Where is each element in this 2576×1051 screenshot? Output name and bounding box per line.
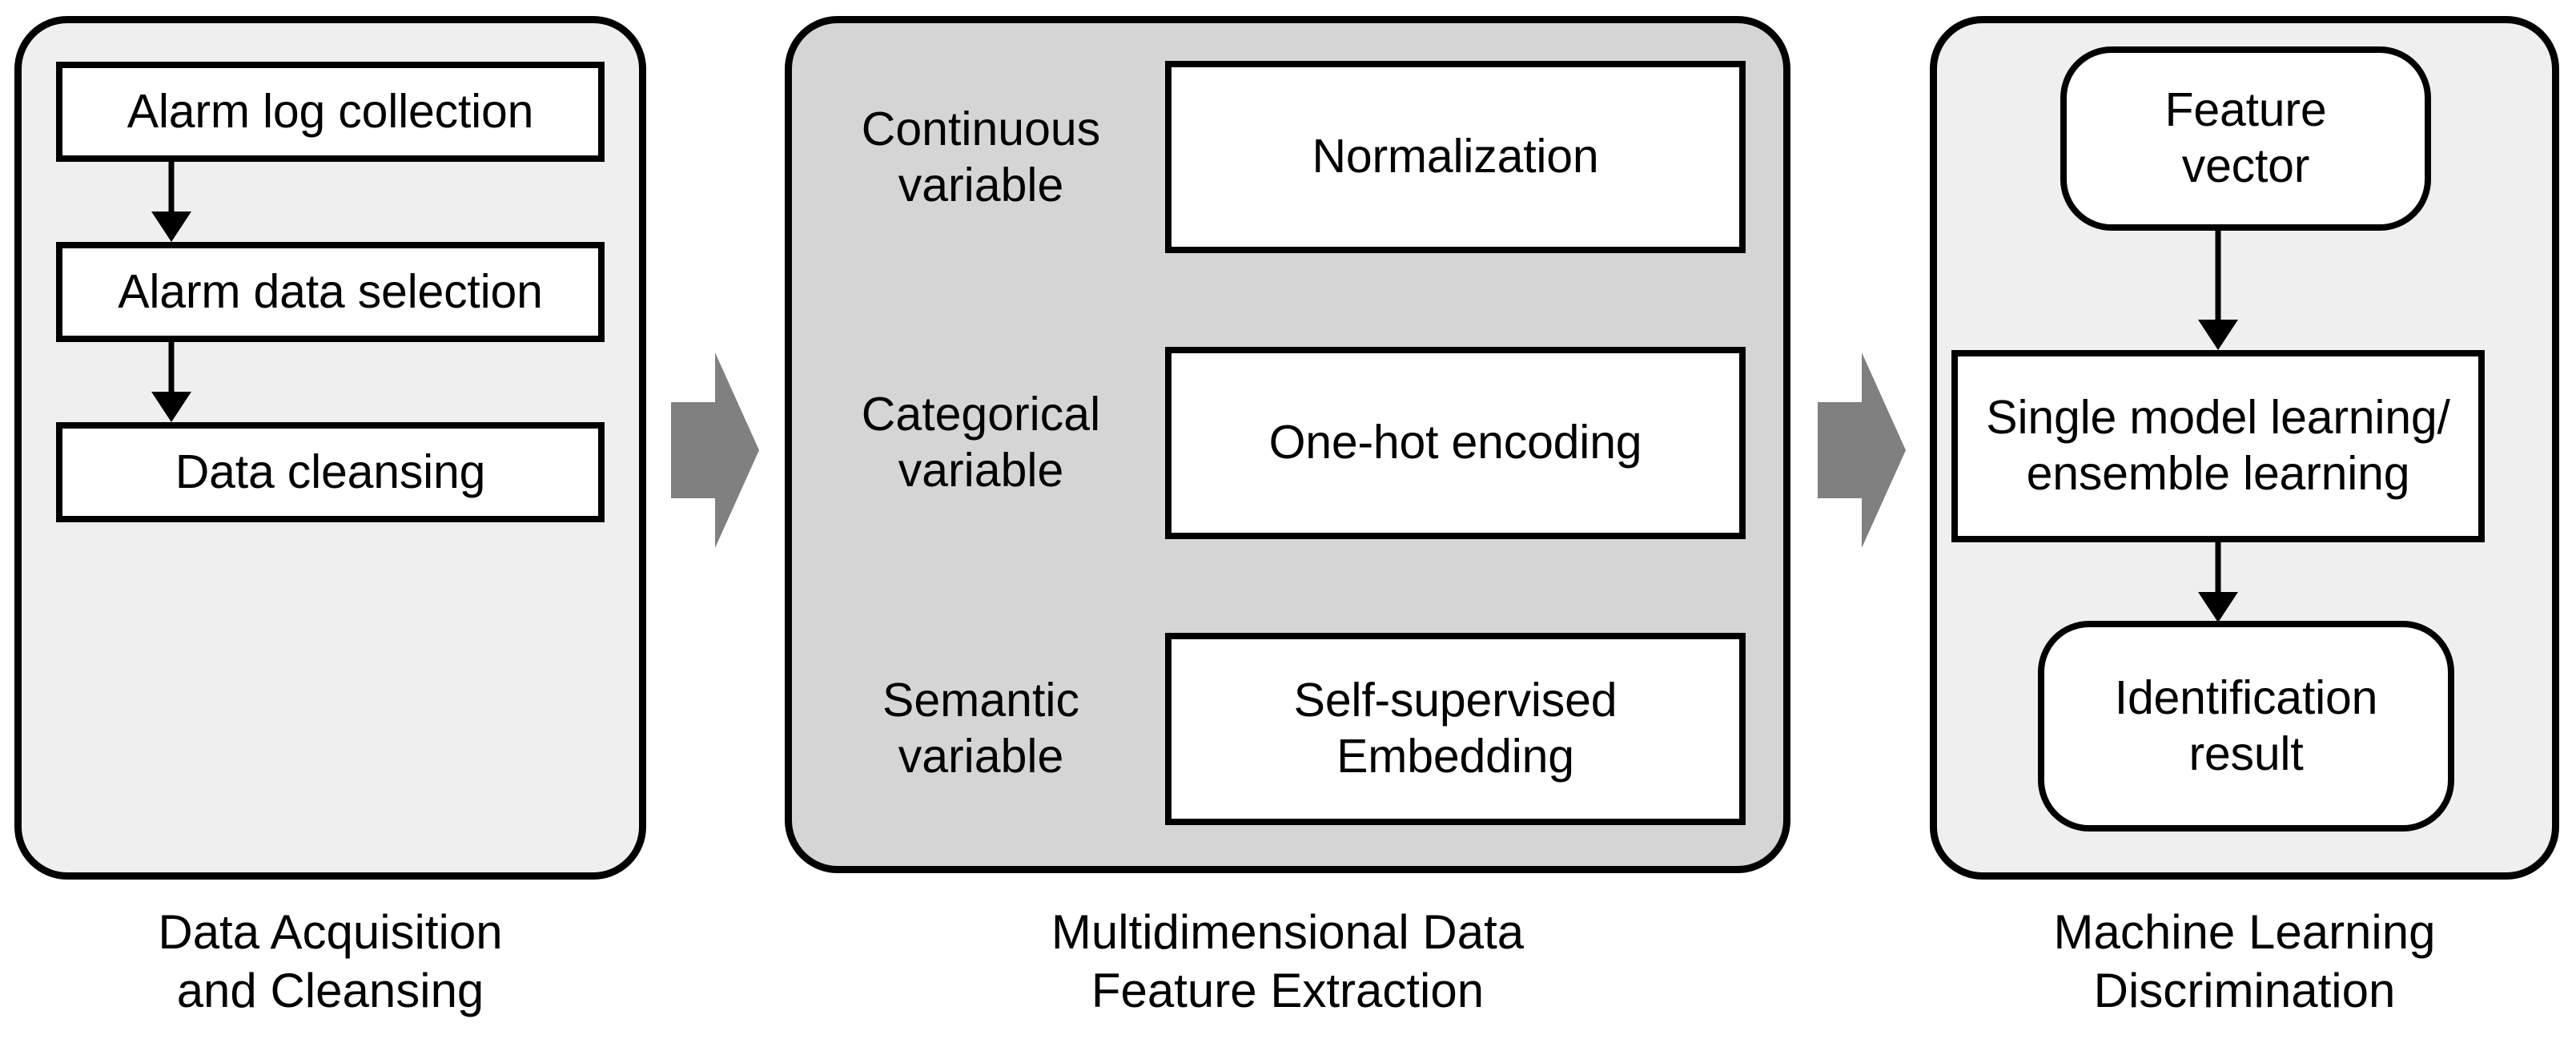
stage-arrow-extraction-to-learning: [1818, 352, 1906, 548]
node-self-supervised-embedding[interactable]: Self-supervised Embedding: [1165, 633, 1746, 825]
node-label: Alarm data selection: [118, 264, 543, 318]
node-label-line-1: Identification: [2114, 670, 2378, 724]
node-label-line-1: Self-supervised: [1293, 674, 1618, 727]
node-label: Data cleansing: [175, 445, 486, 498]
caption-line-1: Data Acquisition: [158, 905, 503, 959]
node-label-line-1: Single model learning/: [1986, 391, 2450, 445]
caption-machine-learning: Machine Learning Discrimination: [1930, 904, 2559, 1020]
connector-feature-vector-to-model-learning: [2186, 231, 2250, 350]
caption-feature-extraction: Multidimensional Data Feature Extraction: [785, 904, 1790, 1020]
row-label-semantic-variable: Semantic variable: [849, 613, 1113, 845]
stage-arrow-acquisition-to-extraction: [671, 352, 759, 548]
arrow-head-icon: [2198, 592, 2238, 622]
caption-data-acquisition: Data Acquisition and Cleansing: [14, 904, 646, 1020]
node-one-hot-encoding[interactable]: One-hot encoding: [1165, 347, 1746, 539]
arrow-shaft: [2215, 231, 2221, 320]
node-label: Normalization: [1312, 130, 1599, 183]
node-model-learning[interactable]: Single model learning/ ensemble learning: [1951, 350, 2485, 542]
connector-model-learning-to-identification-result: [2186, 542, 2250, 622]
arrow-head-icon: [2198, 320, 2238, 350]
node-label-line-1: Feature: [2164, 83, 2327, 137]
arrow-shaft: [168, 162, 175, 211]
node-label: Alarm log collection: [127, 84, 534, 138]
node-normalization[interactable]: Normalization: [1165, 61, 1746, 253]
caption-line-2: Feature Extraction: [1091, 963, 1485, 1017]
node-label: One-hot encoding: [1268, 416, 1642, 469]
node-identification-result[interactable]: Identification result: [2038, 621, 2454, 832]
row-label-line-1: Continuous: [861, 103, 1101, 156]
arrow-shaft: [2215, 542, 2221, 592]
arrow-shaft: [168, 342, 175, 392]
row-label-line-2: variable: [898, 730, 1064, 783]
node-data-cleansing[interactable]: Data cleansing: [56, 422, 605, 522]
arrow-head-icon: [151, 392, 191, 422]
node-label-line-2: ensemble learning: [2026, 447, 2410, 500]
row-label-line-1: Semantic: [882, 674, 1079, 727]
caption-line-2: Discrimination: [2093, 963, 2396, 1017]
caption-line-1: Machine Learning: [2053, 905, 2436, 959]
right-arrow-icon: [1818, 352, 1906, 548]
row-label-categorical-variable: Categorical variable: [849, 327, 1113, 559]
connector-collection-to-selection: [139, 162, 203, 242]
arrow-head-icon: [151, 211, 191, 242]
node-label-line-2: vector: [2181, 139, 2310, 192]
node-alarm-data-selection[interactable]: Alarm data selection: [56, 242, 605, 342]
row-label-continuous-variable: Continuous variable: [849, 42, 1113, 274]
right-arrow-icon: [671, 352, 759, 548]
row-label-line-2: variable: [898, 444, 1064, 497]
node-alarm-log-collection[interactable]: Alarm log collection: [56, 62, 605, 162]
caption-line-2: and Cleansing: [176, 963, 484, 1017]
connector-selection-to-cleansing: [139, 342, 203, 422]
node-feature-vector[interactable]: Feature vector: [2060, 46, 2431, 231]
row-label-line-1: Categorical: [861, 388, 1101, 441]
row-label-line-2: variable: [898, 159, 1064, 211]
node-label-line-2: result: [2188, 727, 2304, 780]
caption-line-1: Multidimensional Data: [1051, 905, 1525, 959]
node-label-line-2: Embedding: [1336, 730, 1574, 783]
